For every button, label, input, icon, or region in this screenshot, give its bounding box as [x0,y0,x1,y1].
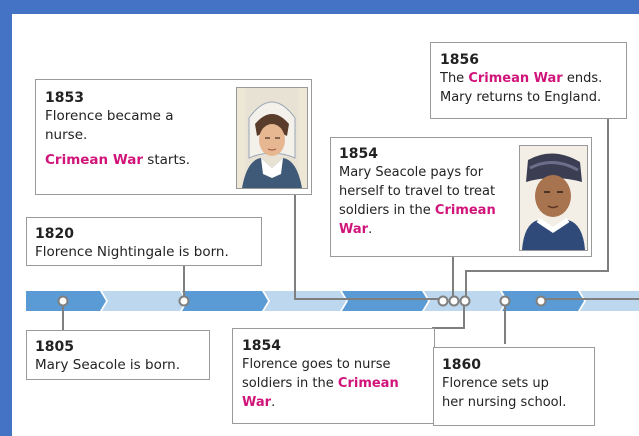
event-text: Mary Seacole pays for [339,165,484,180]
crimean-war-highlight: Crimean [337,376,399,391]
mary-seacole-portrait [519,145,588,251]
event-text: War. [242,395,276,410]
event-text: Florence Nightingale is born. [35,244,229,260]
event-text: Florence sets up [442,376,549,391]
event-year: 1854 [242,338,281,354]
event-card-1805: 1805 Mary Seacole is born. [26,330,210,380]
event-text: The Crimean War ends. [440,71,603,86]
event-text: Crimean War starts. [45,152,191,168]
event-card-1856: 1856 The Crimean War ends. Mary returns … [430,42,627,119]
crimean-war-highlight: Crimean War [468,71,563,86]
event-year: 1853 [45,90,84,106]
event-text: nurse. [45,127,88,143]
connector-1854-florence [432,303,465,329]
crimean-war-highlight: War [339,222,369,237]
event-year: 1854 [339,146,378,162]
event-text: her nursing school. [442,395,567,410]
event-year: 1856 [440,52,479,68]
event-text: Florence became a [45,108,174,124]
event-card-1860: 1860 Florence sets up her nursing school… [433,347,595,426]
timeline-segment [342,291,428,311]
timeline-node-1853 [437,295,449,307]
crimean-war-highlight: Crimean War [45,152,144,168]
connector-1853 [294,194,441,300]
event-card-1854-mary: 1854 Mary Seacole pays for herself to tr… [330,137,592,257]
event-card-1853: 1853 Florence became a nurse. Crimean Wa… [35,79,312,195]
event-card-1820: 1820 Florence Nightingale is born. [26,217,262,266]
timeline-node-1854-florence [459,295,471,307]
event-year: 1860 [442,357,481,373]
event-text: herself to travel to treat [339,184,496,199]
event-text: Mary Seacole is born. [35,357,180,373]
event-year: 1820 [35,226,74,242]
timeline-node-1854-mary [448,295,460,307]
timeline-node-1820 [178,295,190,307]
crimean-war-highlight: Crimean [434,203,496,218]
event-text: Florence goes to nurse [242,357,391,372]
timeline-canvas: 1853 Florence became a nurse. Crimean Wa… [12,14,639,436]
timeline-segment [182,291,268,311]
crimean-war-highlight: War [242,395,272,410]
event-card-1854-florence: 1854 Florence goes to nurse soldiers in … [232,328,435,424]
timeline-node-1805 [57,295,69,307]
event-text: Mary returns to England. [440,90,602,105]
timeline-segment [264,291,346,311]
connector-1856 [465,118,609,299]
event-text: soldiers in the Crimean [339,203,496,218]
event-text: soldiers in the Crimean [242,376,399,391]
timeline-node-1856 [535,295,547,307]
timeline-graphic [26,118,639,344]
event-text: War. [339,222,373,237]
florence-nightingale-portrait [236,87,308,189]
timeline-segment [580,291,639,311]
timeline-segment [102,291,186,311]
timeline-node-1860 [499,295,511,307]
event-year: 1805 [35,339,74,355]
